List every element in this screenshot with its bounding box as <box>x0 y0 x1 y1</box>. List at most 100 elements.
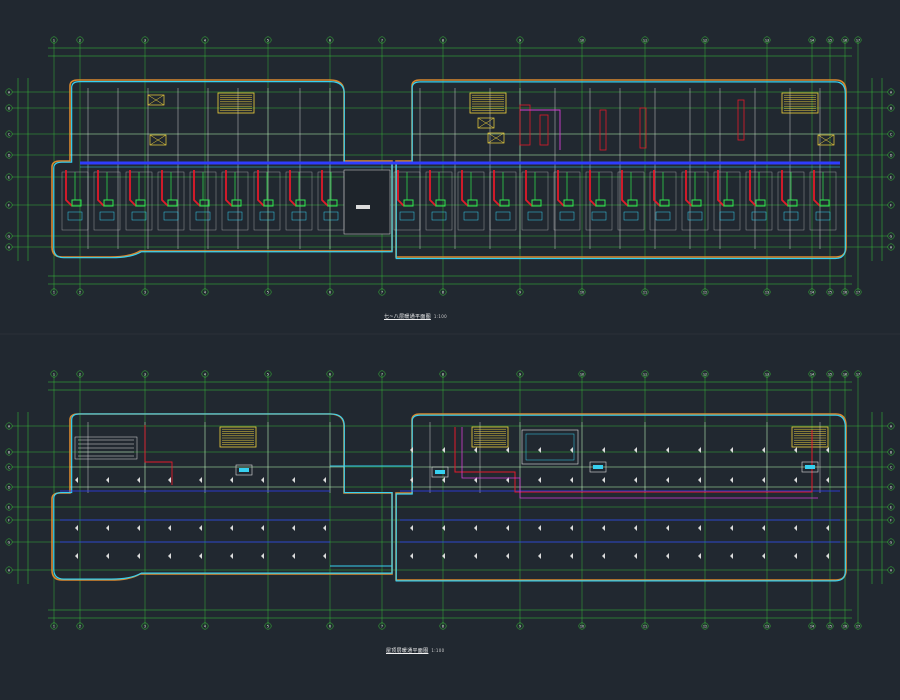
roof-lobby-inner <box>525 433 575 461</box>
heating-pipe <box>813 170 821 207</box>
fan-coil-unit <box>231 199 242 207</box>
stair <box>781 92 819 114</box>
axis-bubble <box>5 243 13 251</box>
heating-pipe <box>653 170 661 207</box>
axis-letter-label: A <box>8 90 11 94</box>
roof-fan-mark <box>137 553 140 559</box>
axis-bubble <box>516 370 524 378</box>
roof-fan-mark <box>323 525 326 531</box>
axis-letter-label: E <box>8 505 10 509</box>
roof-fan-mark <box>698 525 701 531</box>
axis-number-label: 8 <box>442 624 444 628</box>
axis-bubble <box>826 370 834 378</box>
axis-bubble <box>887 88 895 96</box>
axis-bubble <box>201 622 209 630</box>
axis-bubble <box>701 370 709 378</box>
axis-bubble <box>887 151 895 159</box>
roof-fan-mark <box>75 553 78 559</box>
roof-fan-mark <box>730 525 733 531</box>
roof-lobby <box>521 429 579 465</box>
fan-coil-unit <box>659 199 670 207</box>
bathroom-fixture <box>99 211 115 221</box>
roof-fan-mark <box>474 447 477 453</box>
riser-pipe <box>519 104 531 146</box>
heating-pipe <box>129 170 137 207</box>
roof-fan-mark <box>474 525 477 531</box>
axis-bubble <box>76 370 84 378</box>
heating-pipe <box>557 170 565 207</box>
axis-number-label: 17 <box>856 624 860 628</box>
equipment-cross <box>477 117 495 129</box>
fan-coil-unit <box>819 199 830 207</box>
axis-bubble <box>141 36 149 44</box>
heating-pipe <box>717 170 725 207</box>
axis-number-label: 16 <box>843 38 847 42</box>
axis-number-label: 14 <box>810 38 814 42</box>
bathroom-fixture <box>783 211 799 221</box>
roof-fan-mark <box>137 477 140 483</box>
roof-fan-mark <box>634 525 637 531</box>
building-outline-left-orange <box>51 79 393 258</box>
roof-fan-mark <box>261 525 264 531</box>
axis-bubble <box>516 36 524 44</box>
axis-bubble <box>516 622 524 630</box>
fan-coil-unit <box>595 199 606 207</box>
fan-coil-unit <box>755 199 766 207</box>
axis-bubble <box>50 36 58 44</box>
axis-bubble <box>516 288 524 296</box>
axis-bubble <box>326 370 334 378</box>
roof-fan-mark <box>826 447 829 453</box>
axis-number-label: 13 <box>765 624 769 628</box>
bathroom-fixture <box>687 211 703 221</box>
roof-fan-mark <box>602 447 605 453</box>
axis-number-label: 2 <box>79 624 81 628</box>
axis-bubble <box>841 36 849 44</box>
bathroom-fixture <box>131 211 147 221</box>
bathroom-fixture <box>719 211 735 221</box>
axis-bubble <box>887 503 895 511</box>
bathroom-fixture <box>163 211 179 221</box>
axis-number-label: 11 <box>643 290 647 294</box>
riser-pipe <box>737 99 745 141</box>
axis-letter-label: D <box>8 485 11 489</box>
roof-fan-mark <box>323 553 326 559</box>
roof-fan-mark <box>826 525 829 531</box>
axis-letter-label: C <box>890 465 893 469</box>
bathroom-fixture <box>815 211 831 221</box>
axis-bubble <box>808 36 816 44</box>
axis-number-label: 6 <box>329 290 331 294</box>
axis-number-label: 5 <box>267 38 269 42</box>
roof-fan-mark <box>730 477 733 483</box>
roof-fan-mark <box>730 447 733 453</box>
roof-equipment-core <box>239 468 249 472</box>
lower-plan-title: 屋顶层暖通平面图 <box>386 648 429 654</box>
equipment-cross <box>487 132 505 144</box>
axis-bubble <box>826 36 834 44</box>
heating-pipe <box>289 170 297 207</box>
ahu-equipment <box>817 134 835 146</box>
building-outline-left-cyan <box>53 413 393 580</box>
roof-fan-mark <box>442 525 445 531</box>
axis-number-label: 8 <box>442 372 444 376</box>
roof-fan-mark <box>634 447 637 453</box>
axis-bubble <box>141 370 149 378</box>
axis-letter-label: G <box>8 234 11 238</box>
roof-fan-mark <box>794 477 797 483</box>
roof-fan-mark <box>75 525 78 531</box>
axis-bubble <box>887 516 895 524</box>
axis-bubble <box>808 288 816 296</box>
axis-letter-label: C <box>8 465 11 469</box>
roof-fan-mark <box>538 477 541 483</box>
lobby <box>343 169 391 235</box>
roof-fan-mark <box>168 553 171 559</box>
axis-number-label: 3 <box>144 38 146 42</box>
axis-bubble <box>641 288 649 296</box>
axis-bubble <box>841 370 849 378</box>
axis-bubble <box>76 622 84 630</box>
axis-number-label: 12 <box>703 38 707 42</box>
axis-letter-label: D <box>890 153 893 157</box>
axis-bubble <box>808 622 816 630</box>
bathroom-fixture <box>399 211 415 221</box>
axis-bubble <box>887 422 895 430</box>
roof-fan-mark <box>634 477 637 483</box>
